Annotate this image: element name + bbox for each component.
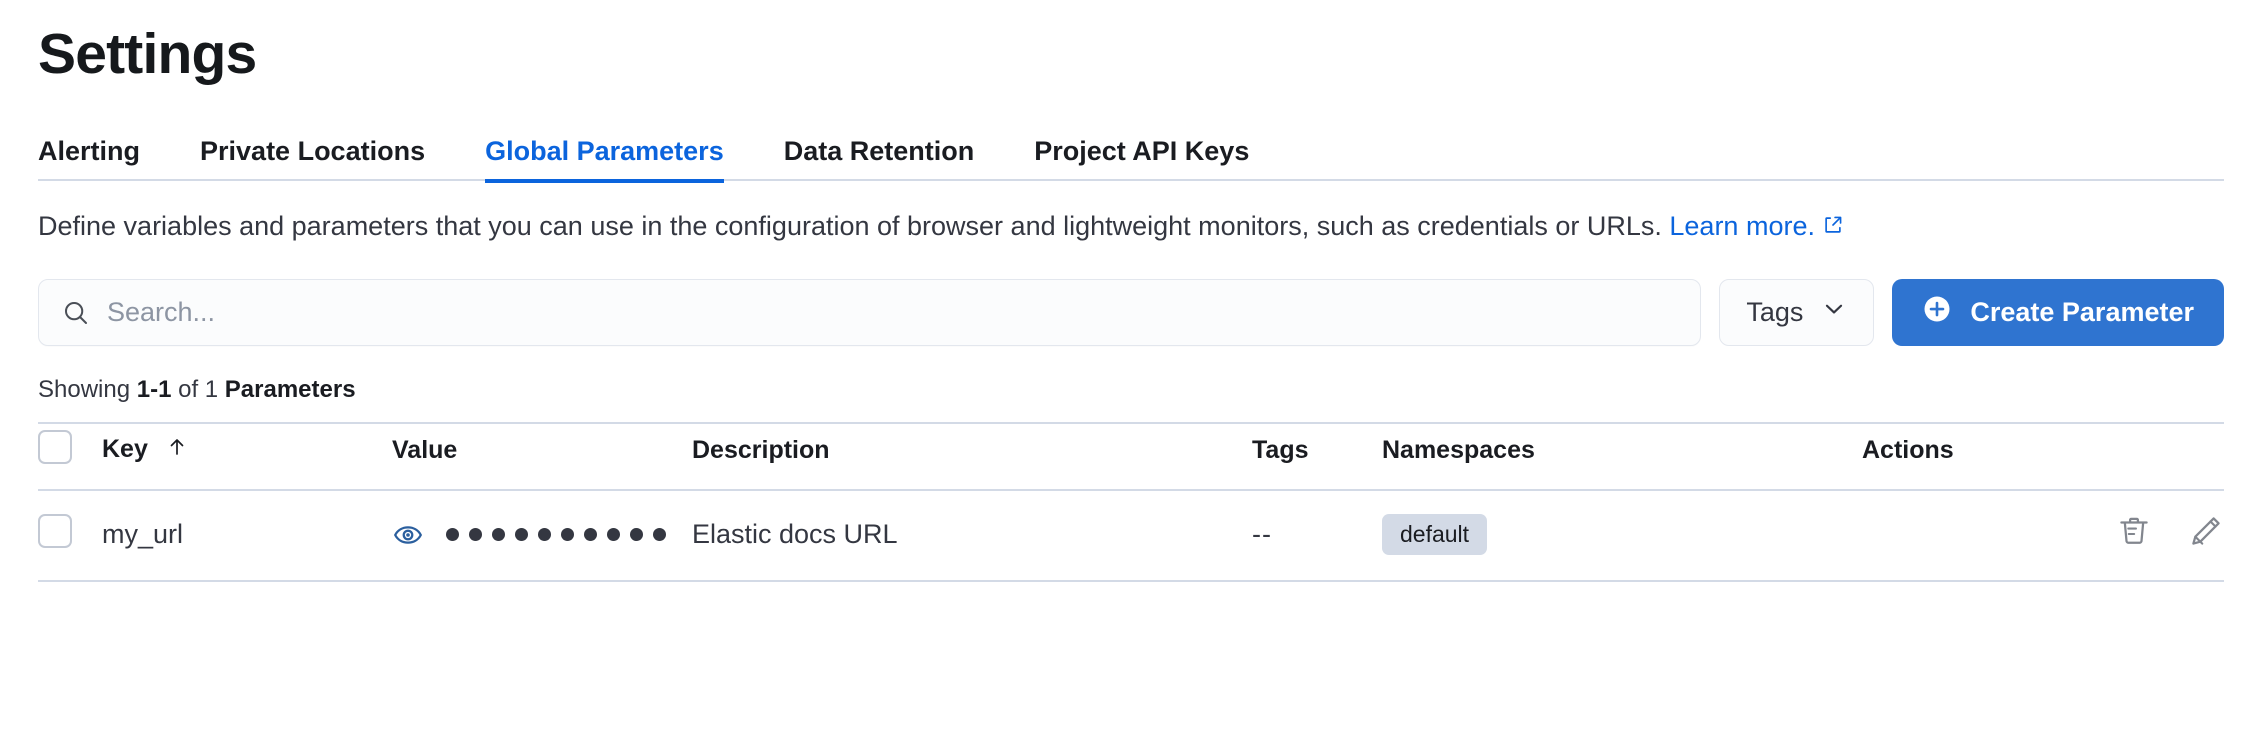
tabs-list: Alerting Private Locations Global Parame… xyxy=(38,123,2224,183)
row-description-cell: Elastic docs URL xyxy=(692,490,1252,583)
eye-icon[interactable] xyxy=(392,519,424,551)
results-range: 1-1 xyxy=(136,376,172,404)
column-header-select xyxy=(38,422,102,492)
learn-more-label: Learn more. xyxy=(1669,211,1815,241)
column-header-description: Description xyxy=(692,422,1252,492)
plus-circle-icon xyxy=(1922,294,1952,331)
arrow-up-icon xyxy=(165,435,189,466)
row-actions-cell xyxy=(1862,490,2224,583)
row-namespaces-cell: default xyxy=(1382,490,1862,583)
results-middle: of 1 xyxy=(178,376,219,404)
row-key-cell: my_url xyxy=(102,490,392,583)
column-header-key-label: Key xyxy=(102,435,148,464)
trash-icon[interactable] xyxy=(2116,513,2152,549)
controls-row: Tags Create Parameter xyxy=(38,279,2224,347)
search-box[interactable] xyxy=(38,279,1702,347)
tab-project-api-keys[interactable]: Project API Keys xyxy=(1034,138,1249,181)
table-body: my_url xyxy=(38,490,2224,583)
search-icon xyxy=(61,298,91,328)
tags-filter-button[interactable]: Tags xyxy=(1719,279,1875,347)
external-link-icon xyxy=(1822,208,1844,247)
row-checkbox[interactable] xyxy=(38,514,72,549)
results-count: Showing 1-1 of 1 Parameters xyxy=(38,376,2224,404)
tags-filter-label: Tags xyxy=(1746,297,1804,328)
column-header-tags: Tags xyxy=(1252,422,1382,492)
tabs-bar: Alerting Private Locations Global Parame… xyxy=(38,123,2224,183)
parameters-table: Key Value Description Tags Namespaces Ac… xyxy=(38,422,2224,583)
tab-data-retention[interactable]: Data Retention xyxy=(784,138,975,181)
results-entity: Parameters xyxy=(224,376,356,404)
tab-private-locations[interactable]: Private Locations xyxy=(200,138,425,181)
column-header-namespaces: Namespaces xyxy=(1382,422,1862,492)
row-select-cell xyxy=(38,490,102,583)
create-parameter-label: Create Parameter xyxy=(1970,297,2194,328)
column-header-actions: Actions xyxy=(1862,422,2224,492)
masked-value-dots xyxy=(446,528,666,542)
table-header-row: Key Value Description Tags Namespaces Ac… xyxy=(38,422,2224,492)
page-description: Define variables and parameters that you… xyxy=(38,207,2038,247)
results-prefix: Showing xyxy=(38,376,131,404)
chevron-down-icon xyxy=(1821,296,1847,329)
namespace-badge: default xyxy=(1382,514,1488,555)
create-parameter-button[interactable]: Create Parameter xyxy=(1892,279,2224,347)
select-all-checkbox[interactable] xyxy=(38,430,72,465)
column-header-key[interactable]: Key xyxy=(102,422,392,492)
tab-global-parameters[interactable]: Global Parameters xyxy=(485,138,724,183)
page-title: Settings xyxy=(38,22,257,86)
tab-alerting[interactable]: Alerting xyxy=(38,138,140,181)
table-row: my_url xyxy=(38,490,2224,583)
table-header: Key Value Description Tags Namespaces Ac… xyxy=(38,422,2224,492)
row-tags-cell: -- xyxy=(1252,490,1382,583)
description-text: Define variables and parameters that you… xyxy=(38,211,1662,241)
row-tags-value: -- xyxy=(1252,519,1272,550)
search-input[interactable] xyxy=(107,297,1679,329)
pencil-icon[interactable] xyxy=(2188,513,2224,549)
row-value-cell xyxy=(392,490,692,583)
learn-more-link[interactable]: Learn more. xyxy=(1669,211,1815,241)
column-header-value: Value xyxy=(392,422,692,492)
